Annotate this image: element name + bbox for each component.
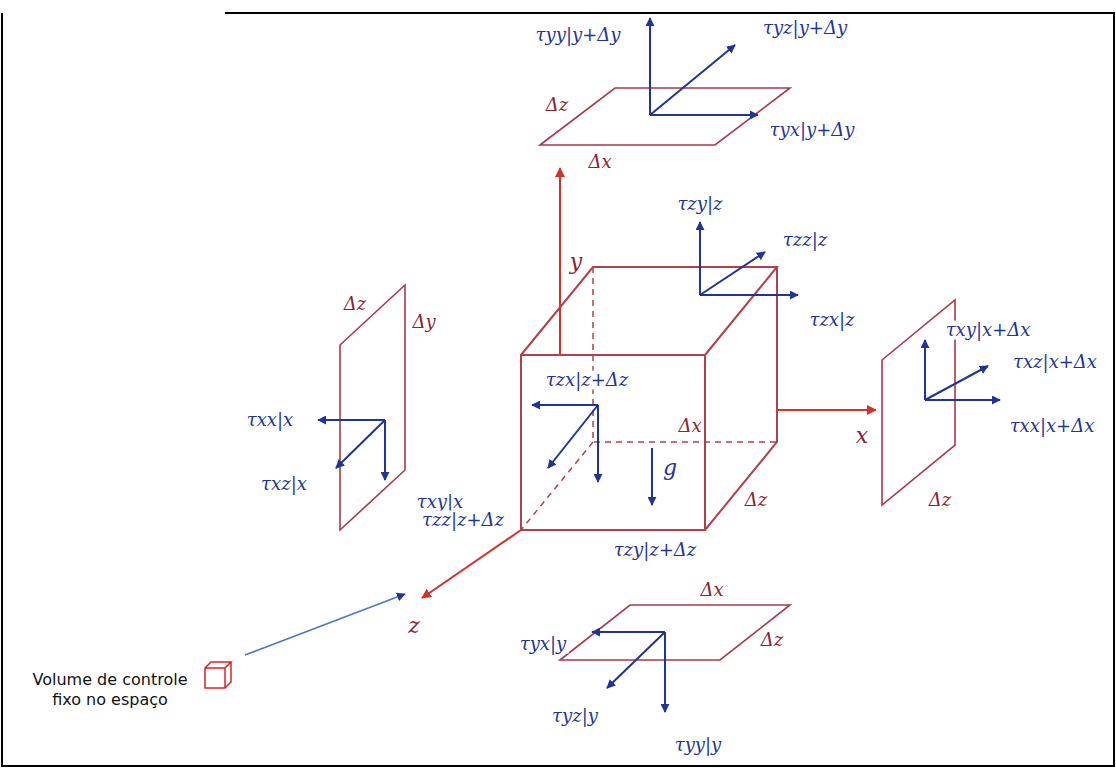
stress-label: τyz|y [550, 707, 600, 726]
stress-label: τxy|x [415, 493, 466, 512]
stress-label: τxy|x+Δx [944, 321, 1033, 340]
axis-label: x [854, 424, 870, 447]
stress-arrows [318, 18, 1000, 712]
stress-label: τyx|y [518, 635, 569, 654]
dimension-label: Δz [743, 491, 769, 510]
frame [2, 13, 1114, 766]
stress-label: τzy|z [675, 195, 724, 214]
coordinate-axes [422, 168, 876, 598]
dimension-label: Δz [927, 491, 953, 510]
note-text: Volume de controle fixo no espaço [23, 670, 197, 710]
stress-label: τyy|y+Δy [534, 26, 623, 45]
dimension-label: Δz [342, 295, 368, 314]
face-planes [340, 88, 955, 660]
stress-label: τzz|z [781, 231, 829, 250]
pointer-arrow [245, 594, 405, 655]
stress-label: τxx|x [245, 411, 295, 430]
stress-label: τzx|z [807, 311, 856, 330]
dimension-label: Δz [759, 631, 785, 650]
dimension-label: Δy [410, 313, 437, 332]
stress-label: τyz|y+Δy [761, 19, 849, 38]
stress-label: τzy|z+Δz [612, 541, 699, 560]
stress-label: τyy|y [673, 736, 724, 755]
small-cube-icon [205, 662, 231, 688]
stress-label: τxz|x+Δx [1011, 353, 1099, 372]
stress-label: τzz|z+Δz [420, 511, 506, 530]
dimension-label: Δz [544, 96, 570, 115]
stress-label: τzx|z+Δz [544, 371, 631, 390]
axis-label: y [568, 250, 584, 273]
stress-label: τyx|y+Δy [768, 121, 857, 140]
gravity-label: g [661, 456, 679, 479]
stress-label: τxz|x [259, 475, 309, 494]
dimension-label: Δx [676, 417, 703, 436]
axis-label: z [406, 614, 422, 637]
dimension-label: Δx [698, 581, 725, 600]
stress-label: τxx|x+Δx [1008, 417, 1097, 436]
dimension-label: Δx [586, 153, 613, 172]
